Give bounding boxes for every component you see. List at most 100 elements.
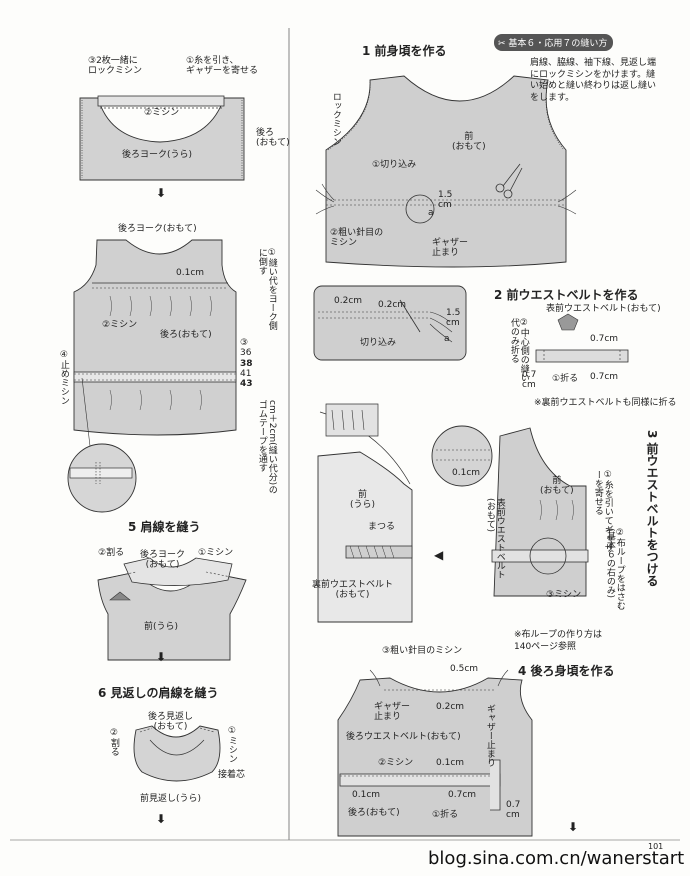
step1-overlock: ロックミシン [330, 92, 341, 146]
step6-title: 6 見返しの肩線を縫う [98, 686, 219, 700]
step2-fold1: ①折る [552, 374, 579, 384]
front-cut-circle [405, 194, 435, 224]
step5-back-yoke: 後ろヨーク (おもて) [140, 550, 186, 571]
small-zoom-stitches [331, 409, 365, 431]
page-number: 101 [648, 842, 664, 851]
step2-title: 2 前ウエストベルトを作る [494, 288, 639, 302]
badge-label: 基本６・応用７の縫い方 [508, 39, 608, 49]
front-overlock-edge [327, 81, 565, 151]
elastic-size-3: 41 [240, 369, 252, 380]
down-arrow-4: ⬇ [568, 820, 579, 834]
section-badge: ✂︎ 基本６・応用７の縫い方 [494, 34, 614, 51]
step3-loop: ②布ループをはさむ (基本６の右のみ) [604, 528, 625, 610]
step2-07cm-b: 0.7 cm [522, 370, 537, 391]
step4-coarse: ③粗い針目のミシン [382, 646, 463, 656]
down-arrow-1: ⬇ [156, 186, 167, 200]
elastic-size-2: 38 [240, 358, 253, 369]
step3-outer-belt: 表前ウエストベルト (おもて) [484, 498, 505, 579]
step3-inner-belt: 裏前ウエストベルト (おもて) [312, 580, 394, 601]
step3-gather: ①糸を引いてギャザーを寄せる [592, 470, 613, 552]
back-body-shape [73, 239, 237, 436]
back-yoke-right-label: 後ろヨーク(おもて) [118, 224, 197, 234]
sewing-machine-icon: ✂︎ [498, 39, 506, 49]
back-01cm-label: 0.1cm [176, 268, 205, 278]
back-right-label: 後ろ(おもて) [160, 330, 212, 340]
front-gather-line [326, 199, 566, 206]
back-belt-end [490, 759, 501, 811]
back-threads [369, 669, 509, 687]
step2-07cm-a: 0.7cm [590, 334, 619, 344]
step4-07cm-b: 0.7 cm [506, 800, 521, 821]
step1-a: a [428, 208, 434, 218]
elastic-instruction: ③ 36 38 41 43 [240, 338, 270, 390]
attach-belt [491, 549, 589, 563]
step4-back-right: 後ろ(おもて) [348, 808, 400, 818]
seam-note-label: ①縫い代をヨーク側に倒す [256, 248, 277, 330]
front-body-shape [325, 75, 567, 268]
step2-note: ※裏前ウエストベルトも同様に折る [534, 398, 677, 408]
step6-split: ②割る [108, 728, 119, 756]
step4-05cm: 0.5cm [450, 664, 479, 674]
down-arrow-3: ⬇ [156, 812, 167, 826]
iron-icon-shape [109, 591, 131, 601]
step3-stitch: ③ミシン [546, 590, 582, 600]
front-attach-shape [493, 427, 587, 597]
step3-note: ※布ループの作り方は 140ページ参照 [514, 630, 603, 652]
step5-title: 5 肩線を縫う [128, 520, 201, 534]
step3-whip: まつる [368, 522, 396, 532]
belt-zoom-circle [431, 425, 493, 487]
yoke-overlock-edge [81, 100, 243, 178]
yoke-back-right-label: 後ろ (おもて) [256, 128, 290, 149]
whip-stitches [349, 545, 395, 559]
gather-marks-back [109, 295, 212, 411]
step6-front-facing: 前見返し(うら) [140, 794, 202, 804]
facing-inner [149, 739, 205, 756]
stop-stitch-label: ④止めミシン [58, 350, 69, 405]
step4-title: 4 後ろ身頃を作る [518, 664, 615, 678]
step6-interfacing: 接着芯 [218, 770, 246, 780]
facing-seams [139, 727, 215, 733]
yoke-gather-label: ①糸を引き、 ギャザーを寄せる [186, 56, 259, 77]
detail-cut-line [399, 299, 421, 333]
casing-stitch [74, 373, 236, 381]
front-belt-strip [535, 349, 629, 363]
step4-01cm-b: 0.1cm [352, 790, 381, 800]
detail-a: a [444, 334, 450, 344]
step1-cut: ①切り込み [372, 160, 417, 170]
watermark: blog.sina.com.cn/wanerstart [428, 848, 685, 869]
step3-front-right: 前 (おもて) [540, 476, 574, 497]
front-threads-right [557, 189, 577, 215]
elastic-size-1: 36 [240, 348, 252, 359]
detail-casing [69, 467, 133, 479]
step1-title: 1 前身頃を作る [362, 44, 447, 58]
back-stitch-label: ②ミシン [102, 320, 138, 330]
shoulder-front-shape [97, 571, 247, 661]
detail-stop-stitch [95, 462, 101, 484]
step3-01cm: 0.1cm [452, 468, 481, 478]
intro-note: 肩線、脇線、袖下線、見返し端にロックミシンをかけます。縫い始めと縫い終わりは返し… [530, 58, 657, 104]
left-arrow: ◀ [434, 548, 444, 562]
step4-gather-stop-v: ギャザー止まり [484, 704, 495, 767]
detail-cut: 切り込み [360, 338, 397, 348]
step4-02cm: 0.2cm [436, 702, 465, 712]
step2-fold: ②中心側の縫い代のみ折る [508, 318, 529, 382]
detail-02cm-1: 0.2cm [334, 296, 363, 306]
back-body-right-shape [337, 677, 533, 837]
yoke-wrong-label: 後ろヨーク(うら) [122, 150, 193, 160]
detail-02cm-2: 0.2cm [378, 300, 407, 310]
facing-shape [133, 725, 221, 782]
step4-fold: ①折る [432, 810, 459, 820]
step1-15cm: 1.5 cm [438, 190, 453, 211]
step3-front-wrong: 前 (うら) [350, 490, 376, 511]
detail-threads [429, 311, 453, 343]
yoke-stitch-label: ②ミシン [144, 108, 180, 118]
elastic-casing [73, 371, 237, 383]
step2-07cm-c: 0.7cm [590, 372, 619, 382]
detail-15cm: 1.5 cm [446, 308, 461, 329]
elastic-prefix: ③ [240, 338, 249, 348]
step6-back-facing: 後ろ見返し (おもて) [148, 712, 194, 733]
elastic-size-4: 43 [240, 379, 253, 390]
yoke-top-band [97, 95, 225, 107]
zoom-stitches [436, 449, 490, 461]
